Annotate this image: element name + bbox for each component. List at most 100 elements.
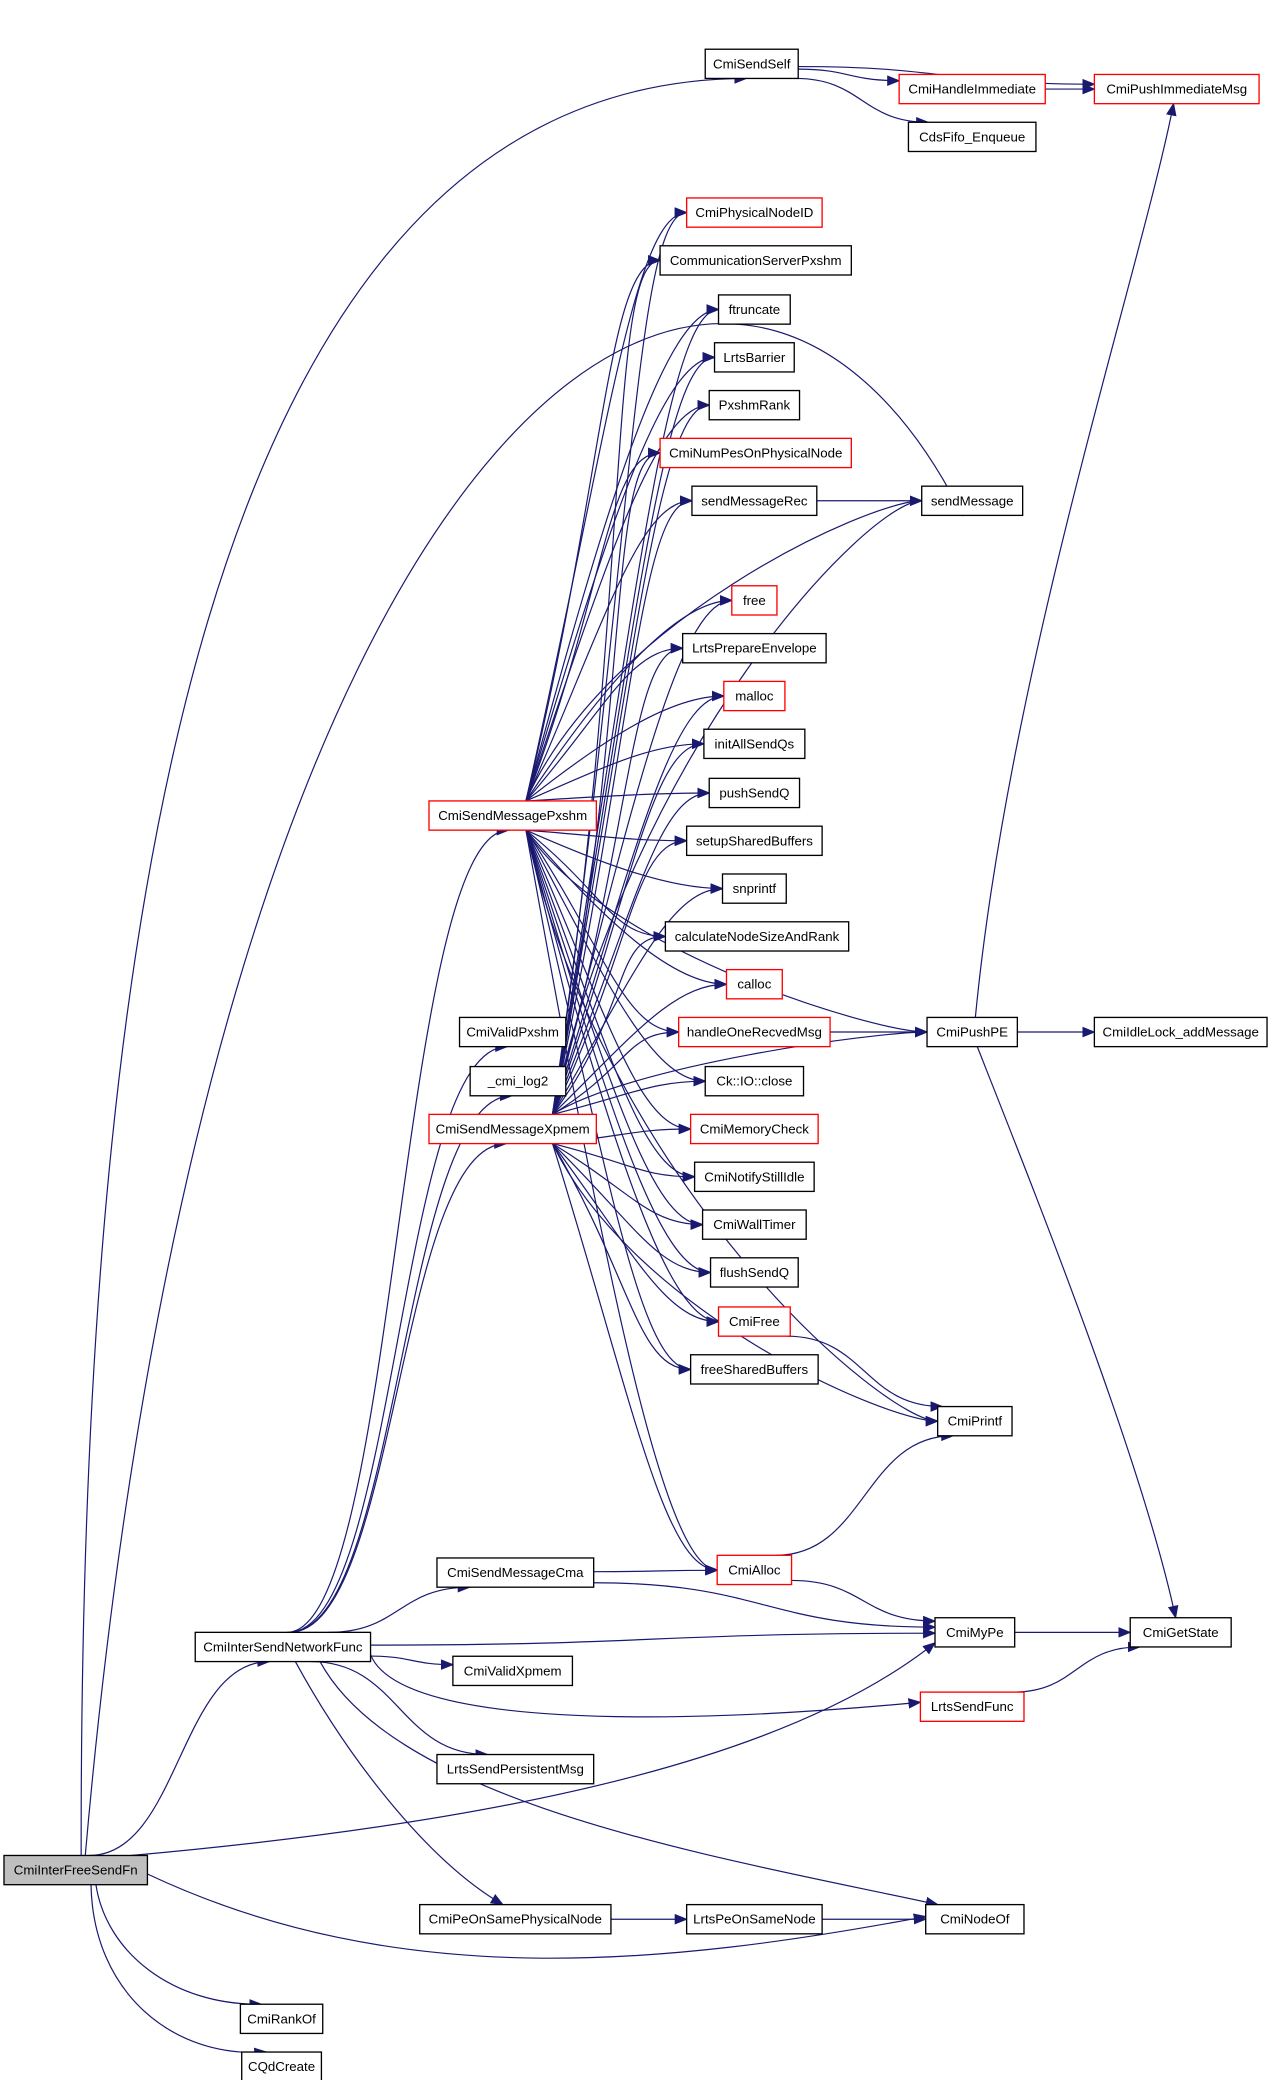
edges-layer <box>80 65 1179 2059</box>
node-cmirankof[interactable]: CmiRankOf <box>239 2003 324 2035</box>
node-calculatenodesizeandrank[interactable]: calculateNodeSizeAndRank <box>664 921 850 952</box>
edge-cmiinterfreesendfn-to-cmisendself <box>80 73 748 1856</box>
edge-cmisendmessagexpmem-to-pushsendq <box>551 787 711 1115</box>
node-cminodeof[interactable]: CmiNodeOf <box>925 1903 1025 1935</box>
node-label: LrtsPeOnSameNode <box>693 1912 815 1927</box>
edge-cmisendmessagexpmem-to-communicationserverpxshm <box>551 255 662 1115</box>
node-malloc[interactable]: malloc <box>723 680 786 712</box>
edge-cmisendmessagexpmem-to-malloc <box>551 690 726 1115</box>
node-sendmessagerec[interactable]: sendMessageRec <box>691 485 818 517</box>
node-box <box>685 197 823 228</box>
node-label: CmiFree <box>729 1314 780 1329</box>
node-label: calculateNodeSizeAndRank <box>675 929 840 944</box>
node-cminotifystillidle[interactable]: CmiNotifyStillIdle <box>693 1161 815 1193</box>
node-sendmessage[interactable]: sendMessage <box>921 485 1024 517</box>
node-cmiidlelock-addmessage[interactable]: CmiIdleLock_addMessage <box>1093 1016 1268 1048</box>
node-cmigetstate[interactable]: CmiGetState <box>1129 1617 1232 1648</box>
edge-cmisendmessagepxshm-to-cminumpesonphysicalnode <box>525 447 662 802</box>
node-handleonerecvedmsg[interactable]: handleOneRecvedMsg <box>678 1016 831 1048</box>
node-cmipeonsamephysicalnode[interactable]: CmiPeOnSamePhysicalNode <box>419 1903 612 1935</box>
node-box <box>685 1903 823 1935</box>
node-cmivalidxpmem[interactable]: CmiValidXpmem <box>452 1655 574 1687</box>
edge-cmisendmessagecma-to-cmialloc <box>593 1565 719 1576</box>
node-ftruncate[interactable]: ftruncate <box>717 294 791 325</box>
node-ckioclose[interactable]: Ck::IO::close <box>704 1065 805 1097</box>
node-cmihandleimmediate[interactable]: CmiHandleImmediate <box>898 73 1046 105</box>
node-initallsendqs[interactable]: initAllSendQs <box>703 728 806 760</box>
node-label: Ck::IO::close <box>716 1074 792 1089</box>
edge-cmisendmessagexpmem-to-handleonerecvedmsg <box>552 1026 680 1115</box>
node-box <box>708 777 801 809</box>
node-lrtspeonsamenode[interactable]: LrtsPeOnSameNode <box>685 1903 823 1935</box>
node-cmifree[interactable]: CmiFree <box>717 1306 791 1337</box>
edge-cmisendmessagepxshm-to-cmiphysicalnodeid <box>525 207 688 802</box>
node-box <box>436 1753 595 1785</box>
node-cmiprintf[interactable]: CmiPrintf <box>936 1405 1013 1437</box>
node-label: LrtsPrepareEnvelope <box>692 641 817 656</box>
edge-cmisendmessagexpmem-to-cminotifystillidle <box>552 1143 696 1183</box>
node-cmisendmessagepxshm[interactable]: CmiSendMessagePxshm <box>428 800 597 831</box>
node-label: handleOneRecvedMsg <box>687 1025 822 1040</box>
edge-cmiinterfreesendfn-to-cqdcreate <box>90 1884 268 2059</box>
node-cdsfifo-enqueue[interactable]: CdsFifo_Enqueue <box>907 121 1037 153</box>
node-cmimemorycheck[interactable]: CmiMemoryCheck <box>689 1113 819 1145</box>
node-box <box>723 680 786 712</box>
node-box <box>925 1903 1025 1935</box>
node-box <box>717 1306 791 1337</box>
node-cmipushpe[interactable]: CmiPushPE <box>926 1016 1019 1048</box>
node-box <box>241 2051 323 2080</box>
node-cmisendself[interactable]: CmiSendSelf <box>704 48 799 80</box>
edge-cmiinterfreesendfn-to-cminodeof <box>147 1873 928 1959</box>
node-cmivalidpxshm[interactable]: CmiValidPxshm <box>458 1016 567 1048</box>
node-free[interactable]: free <box>731 585 778 616</box>
node-lrtsprepareenvelope[interactable]: LrtsPrepareEnvelope <box>681 632 827 664</box>
node-cmipushimmediatemsg[interactable]: CmiPushImmediateMsg <box>1093 73 1260 105</box>
edge-cmisendmessagexpmem-to-pxshmrank <box>551 399 711 1115</box>
node-lrtssendfunc[interactable]: LrtsSendFunc <box>919 1691 1025 1722</box>
edge-cmisendmessagexpmem-to-cmiprintf <box>551 1143 939 1427</box>
node-label: LrtsSendFunc <box>931 1699 1014 1714</box>
node-lrtsbarrier[interactable]: LrtsBarrier <box>713 342 795 373</box>
node-label: CommunicationServerPxshm <box>670 253 842 268</box>
edge-cmisendmessagepxshm-to-cminotifystillidle <box>525 829 696 1183</box>
node-flushsendq[interactable]: flushSendQ <box>709 1257 799 1288</box>
node-label: sendMessage <box>931 493 1014 508</box>
node-box <box>936 1405 1013 1437</box>
edge-cmiinterfreesendfn-to-cmirankof <box>95 1884 263 2010</box>
node-cmi-log2[interactable]: _cmi_log2 <box>469 1065 567 1097</box>
node-cmisendmessagexpmem[interactable]: CmiSendMessageXpmem <box>428 1113 597 1145</box>
node-cmiintersendnetworkfunc[interactable]: CmiInterSendNetworkFunc <box>194 1631 372 1663</box>
node-pushsendq[interactable]: pushSendQ <box>708 777 801 809</box>
node-communicationserverpxshm[interactable]: CommunicationServerPxshm <box>659 245 852 276</box>
node-label: CmiSendMessageCma <box>447 1565 584 1580</box>
node-setupsharedbuffers[interactable]: setupSharedBuffers <box>685 825 823 857</box>
node-lrtssendpersistentmsg[interactable]: LrtsSendPersistentMsg <box>436 1753 595 1785</box>
node-box <box>659 245 852 276</box>
node-label: CmiGetState <box>1143 1625 1219 1640</box>
node-label: calloc <box>737 977 771 992</box>
node-cmialloc[interactable]: CmiAlloc <box>716 1554 793 1586</box>
edge-cmisendmessagepxshm-to-ckioclose <box>525 829 707 1087</box>
node-box <box>703 728 806 760</box>
node-snprintf[interactable]: snprintf <box>721 873 787 904</box>
node-box <box>458 1016 567 1048</box>
node-label: free <box>743 593 766 608</box>
node-label: CmiIdleLock_addMessage <box>1103 1025 1259 1040</box>
node-label: CmiAlloc <box>728 1562 781 1577</box>
node-pxshmrank[interactable]: PxshmRank <box>708 389 801 421</box>
node-cmiwalltimer[interactable]: CmiWallTimer <box>701 1209 807 1240</box>
node-calloc[interactable]: calloc <box>725 968 783 1000</box>
node-cmiinterfreesendfn[interactable]: CmiInterFreeSendFn <box>3 1854 149 1886</box>
node-cminumpesonphysicalnode[interactable]: CmiNumPesOnPhysicalNode <box>659 437 852 469</box>
node-cmiphysicalnodeid[interactable]: CmiPhysicalNodeID <box>685 197 823 228</box>
node-label: CmiPhysicalNodeID <box>695 205 813 220</box>
node-cqdcreate[interactable]: CQdCreate <box>241 2051 323 2080</box>
node-cmimype[interactable]: CmiMyPe <box>934 1617 1016 1648</box>
node-label: PxshmRank <box>719 398 791 413</box>
node-box <box>681 632 827 664</box>
edge-cmisendmessagepxshm-to-ftruncate <box>525 304 720 802</box>
node-freesharedbuffers[interactable]: freeSharedBuffers <box>689 1354 819 1385</box>
node-label: CmiRankOf <box>247 2011 316 2026</box>
node-cmisendmessagecma[interactable]: CmiSendMessageCma <box>436 1557 595 1588</box>
edge-cmisendmessagepxshm-to-sendmessagerec <box>525 495 694 802</box>
